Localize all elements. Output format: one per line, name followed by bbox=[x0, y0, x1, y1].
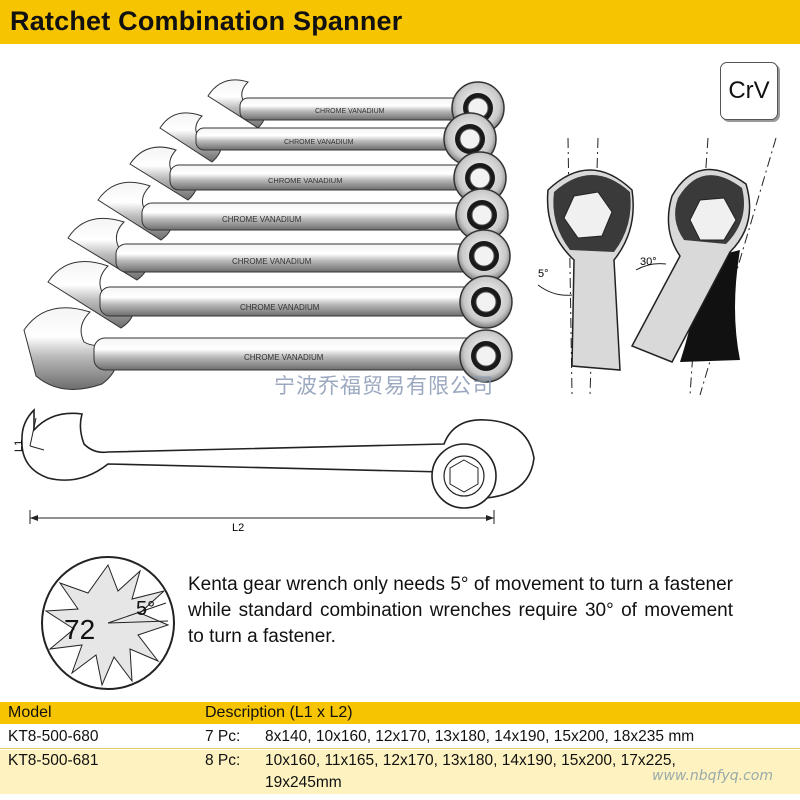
row-count: 8 Pc: bbox=[205, 752, 241, 769]
gear-arc-angle: 5° bbox=[136, 598, 155, 620]
table-row: KT8-500-680 7 Pc: 8x140, 10x160, 12x170,… bbox=[0, 726, 800, 747]
row-sizes-cont: 19x245mm bbox=[265, 774, 342, 791]
angle-diagram-5deg: 5° bbox=[537, 137, 634, 396]
engraving-text: CHROME VANADIUM bbox=[268, 176, 342, 185]
engraving-text: CHROME VANADIUM bbox=[284, 139, 354, 146]
engraving-text: CHROME VANADIUM bbox=[232, 257, 312, 266]
material-badge: CrV bbox=[720, 62, 778, 120]
company-watermark: 宁波乔福贸易有限公司 bbox=[274, 374, 494, 398]
table-row: KT8-500-681 8 Pc: 10x160, 11x165, 12x170… bbox=[0, 750, 800, 794]
wrench-2: CHROME VANADIUM bbox=[159, 112, 497, 166]
wrench-7: CHROME VANADIUM bbox=[23, 307, 513, 390]
site-watermark: www.nbqfyq.com bbox=[652, 768, 774, 784]
page-title: Ratchet Combination Spanner bbox=[10, 6, 403, 36]
dimension-label-l1: L1 bbox=[13, 440, 25, 452]
table-header: Model Description (L1 x L2) bbox=[0, 702, 800, 724]
engraving-text: CHROME VANADIUM bbox=[244, 353, 324, 362]
row-divider bbox=[0, 748, 800, 749]
title-bar: Ratchet Combination Spanner bbox=[0, 0, 800, 44]
header-model: Model bbox=[8, 704, 52, 721]
wrench-1: CHROME VANADIUM bbox=[207, 79, 505, 135]
gear-teeth-count: 72 bbox=[64, 614, 95, 645]
wrench-3: CHROME VANADIUM bbox=[129, 146, 507, 205]
wrench-5: CHROME VANADIUM bbox=[67, 217, 511, 283]
header-description: Description (L1 x L2) bbox=[205, 704, 353, 721]
angle-diagram-30deg: 30° bbox=[630, 137, 777, 396]
feature-description: Kenta gear wrench only needs 5° of movem… bbox=[188, 574, 733, 647]
dimension-label-l2: L2 bbox=[232, 522, 244, 534]
row-count: 7 Pc: bbox=[205, 728, 241, 745]
row-sizes: 10x160, 11x165, 12x170, 13x180, 14x190, … bbox=[265, 752, 676, 769]
dimension-drawing: L1 L2 bbox=[13, 408, 535, 534]
angle-label-30: 30° bbox=[640, 256, 657, 268]
engraving-text: CHROME VANADIUM bbox=[222, 215, 302, 224]
wrench-4: CHROME VANADIUM bbox=[97, 181, 509, 242]
angle-label-5: 5° bbox=[538, 268, 549, 280]
engraving-text: CHROME VANADIUM bbox=[240, 303, 320, 312]
row-model: KT8-500-680 bbox=[8, 728, 99, 745]
wrench-set-illustration: CHROME VANADIUM CHROME VANADIUM CHROME V… bbox=[13, 79, 777, 534]
wrench-6: CHROME VANADIUM bbox=[47, 261, 513, 329]
gear-teeth-icon: 72 5° bbox=[41, 556, 175, 690]
row-sizes: 8x140, 10x160, 12x170, 13x180, 14x190, 1… bbox=[265, 728, 695, 745]
row-model: KT8-500-681 bbox=[8, 752, 99, 769]
engraving-text: CHROME VANADIUM bbox=[315, 108, 385, 115]
